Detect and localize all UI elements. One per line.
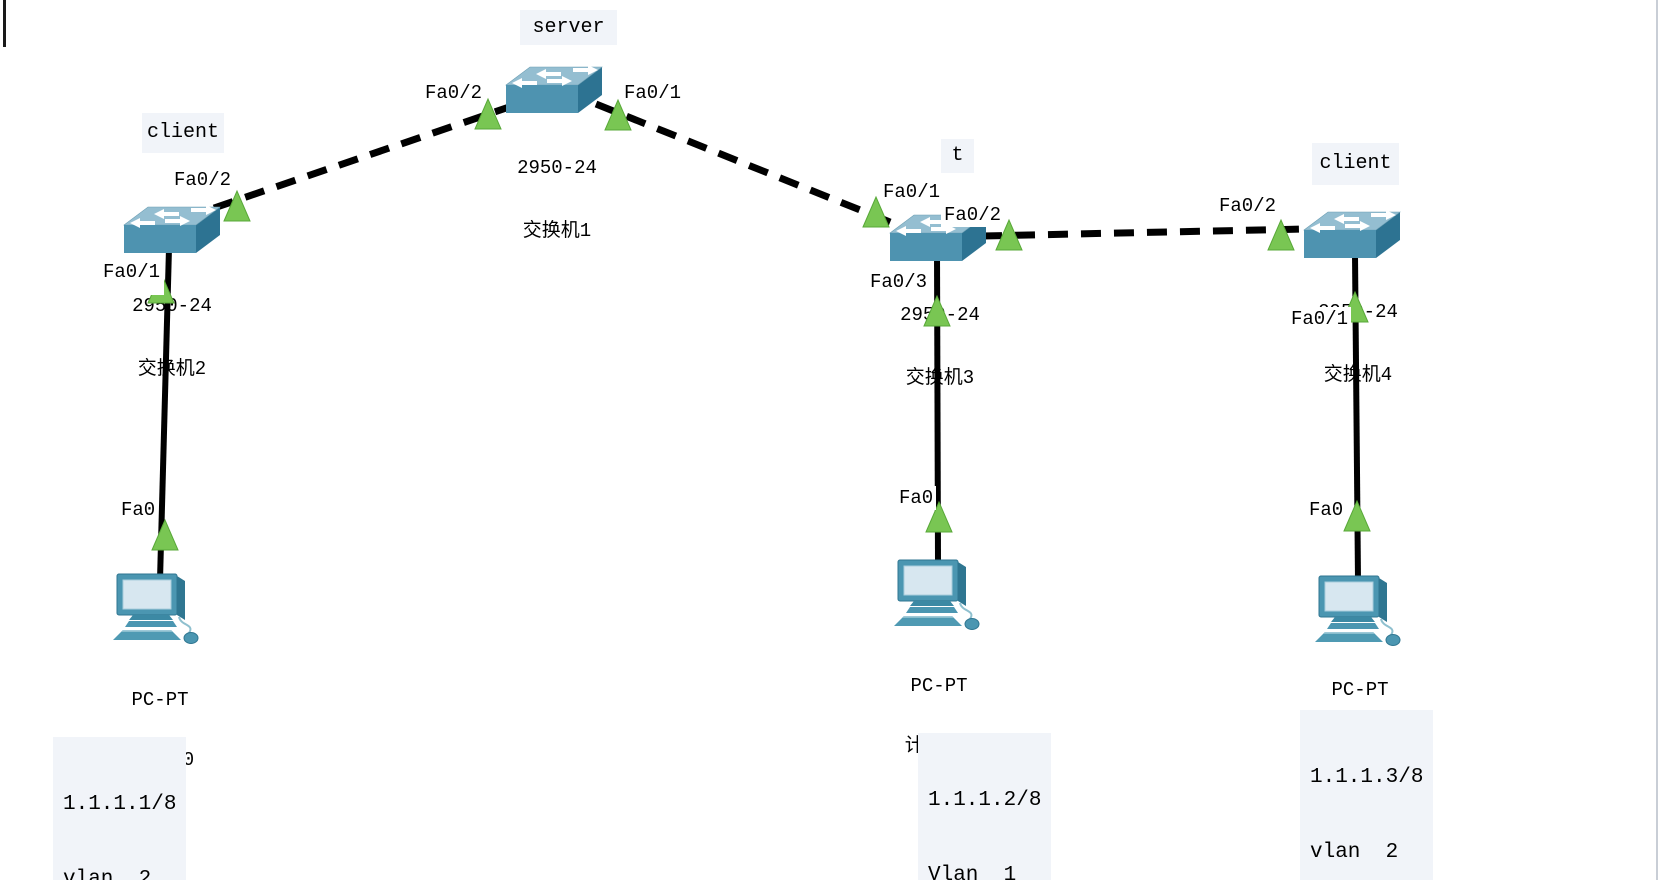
switch-front-face	[506, 85, 578, 113]
link-sw1-sw3[interactable]	[594, 100, 902, 230]
port-label-sw1-fa0-2: Fa0/2	[422, 81, 486, 105]
switch3-icon[interactable]	[888, 210, 988, 264]
note-pc2-vlan: vlan 2	[1310, 841, 1399, 864]
screen	[122, 579, 172, 610]
keyboard	[113, 630, 181, 640]
mouse-cable	[178, 616, 192, 634]
link-arrow	[1343, 499, 1371, 532]
port-label-sw3-fa0-1: Fa0/1	[880, 180, 944, 204]
pc1-icon[interactable]	[894, 556, 986, 634]
link-arrow	[925, 500, 953, 533]
tag-t[interactable]: t	[941, 139, 974, 173]
pc0-model-text: PC-PT	[131, 689, 189, 711]
switch-arrows	[130, 205, 216, 228]
port-label-pc1-fa0: Fa0	[896, 486, 937, 510]
switch-side-face	[578, 67, 602, 113]
pc0-icon[interactable]	[113, 570, 205, 648]
note-pc1[interactable]: 1.1.1.2/8 Vlan 1	[918, 733, 1052, 880]
link-arrow	[151, 518, 179, 551]
note-pc2-ip: 1.1.1.3/8	[1310, 766, 1424, 789]
pc1-model-text: PC-PT	[910, 675, 968, 697]
link-sw2-sw1[interactable]	[212, 102, 514, 212]
mouse	[964, 618, 980, 630]
mouse	[1385, 634, 1401, 646]
tag-client-left[interactable]: client	[142, 113, 224, 153]
switch1-model-text: 2950-24	[517, 157, 597, 179]
switch1-icon[interactable]	[504, 62, 604, 116]
port-label-sw4-fa0-1: Fa0/1	[1288, 307, 1352, 331]
screen	[903, 565, 953, 596]
link-arrow	[474, 97, 502, 130]
port-label-pc0-fa0: Fa0	[118, 498, 159, 522]
link-arrow	[1267, 218, 1295, 251]
link-arrow	[604, 98, 632, 131]
keyboard	[894, 616, 962, 626]
switch-arrows	[512, 65, 598, 88]
switch2-icon[interactable]	[122, 202, 222, 256]
switch1-label: 2950-24 交换机1	[477, 116, 637, 284]
link-arrow	[995, 218, 1023, 251]
screen	[1324, 581, 1374, 612]
port-label-sw3-fa0-3: Fa0/3	[868, 270, 931, 305]
note-pc0[interactable]: 1.1.1.1/8 vlan 2	[53, 737, 187, 880]
port-label-sw4-fa0-2: Fa0/2	[1216, 194, 1280, 218]
link-arrow	[923, 294, 951, 327]
port-label-sw2-fa0-2: Fa0/2	[171, 168, 235, 192]
canvas-edge-artifact-right	[1656, 0, 1658, 880]
port-label-sw1-fa0-1: Fa0/1	[621, 81, 685, 105]
tag-server[interactable]: server	[520, 10, 617, 45]
canvas-edge-artifact-left	[3, 0, 6, 47]
switch4-icon[interactable]	[1302, 207, 1402, 261]
note-pc0-ip: 1.1.1.1/8	[63, 793, 177, 816]
switch-arrows	[1310, 210, 1396, 233]
pc2-icon[interactable]	[1315, 572, 1407, 650]
tag-client-right[interactable]: client	[1312, 143, 1399, 185]
note-pc1-ip: 1.1.1.2/8	[928, 789, 1042, 812]
link-arrow	[862, 195, 890, 228]
switch1-name-text: 交换机1	[522, 220, 592, 242]
link-sw3-sw4[interactable]	[981, 225, 1307, 240]
note-pc2[interactable]: 1.1.1.3/8 vlan 2	[1300, 710, 1434, 880]
pc2-model-text: PC-PT	[1331, 679, 1389, 701]
port-label-pc2-fa0: Fa0	[1306, 498, 1347, 522]
port-label-sw2-fa0-1: Fa0/1	[101, 260, 165, 295]
note-pc0-vlan: vlan 2	[63, 868, 152, 880]
link-arrow	[223, 189, 251, 222]
mouse	[183, 632, 199, 644]
note-pc1-vlan: Vlan 1	[928, 864, 1017, 880]
switch2-name-text: 交换机2	[137, 358, 207, 380]
port-label-sw3-fa0-2: Fa0/2	[941, 203, 1005, 227]
keyboard	[1315, 632, 1383, 642]
